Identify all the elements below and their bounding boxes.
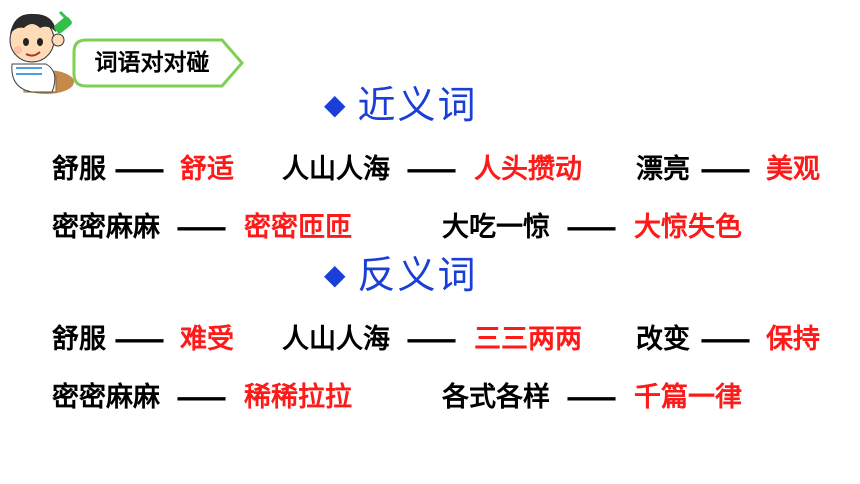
dash: —— bbox=[700, 154, 751, 185]
dash: —— bbox=[406, 324, 457, 355]
dash: —— bbox=[114, 154, 165, 185]
answer: 美观 bbox=[766, 154, 820, 185]
boy-reading-illustration bbox=[9, 10, 74, 94]
heading-text: 近义词 bbox=[357, 83, 478, 127]
dash: —— bbox=[406, 154, 457, 185]
answer: 舒适 bbox=[180, 154, 234, 185]
title-banner-frame bbox=[72, 38, 244, 88]
answer: 保持 bbox=[766, 324, 820, 355]
dash: —— bbox=[566, 212, 617, 243]
dash: —— bbox=[700, 324, 751, 355]
word: 人山人海 bbox=[282, 324, 390, 355]
word: 人山人海 bbox=[282, 154, 390, 185]
answer: 稀稀拉拉 bbox=[244, 382, 352, 413]
word: 各式各样 bbox=[442, 382, 550, 413]
word: 改变 bbox=[636, 324, 690, 355]
answer: 大惊失色 bbox=[634, 212, 742, 243]
word: 密密麻麻 bbox=[52, 212, 160, 243]
word: 舒服 bbox=[52, 154, 106, 185]
answer: 密密匝匝 bbox=[244, 212, 352, 243]
synonyms-heading: ◆ 近义词 bbox=[324, 82, 478, 128]
word: 舒服 bbox=[52, 324, 106, 355]
dash: —— bbox=[176, 212, 227, 243]
diamond-bullet-icon: ◆ bbox=[324, 88, 346, 121]
answer: 人头攒动 bbox=[474, 154, 582, 185]
heading-text: 反义词 bbox=[357, 253, 478, 297]
answer: 三三两两 bbox=[474, 324, 582, 355]
dash: —— bbox=[176, 382, 227, 413]
antonyms-heading: ◆ 反义词 bbox=[324, 252, 478, 298]
word: 密密麻麻 bbox=[52, 382, 160, 413]
banner-title: 词语对对碰 bbox=[94, 50, 210, 76]
word: 漂亮 bbox=[636, 154, 690, 185]
answer: 千篇一律 bbox=[634, 382, 742, 413]
answer: 难受 bbox=[180, 324, 234, 355]
diamond-bullet-icon: ◆ bbox=[324, 258, 346, 291]
word: 大吃一惊 bbox=[442, 212, 550, 243]
dash: —— bbox=[114, 324, 165, 355]
dash: —— bbox=[566, 382, 617, 413]
